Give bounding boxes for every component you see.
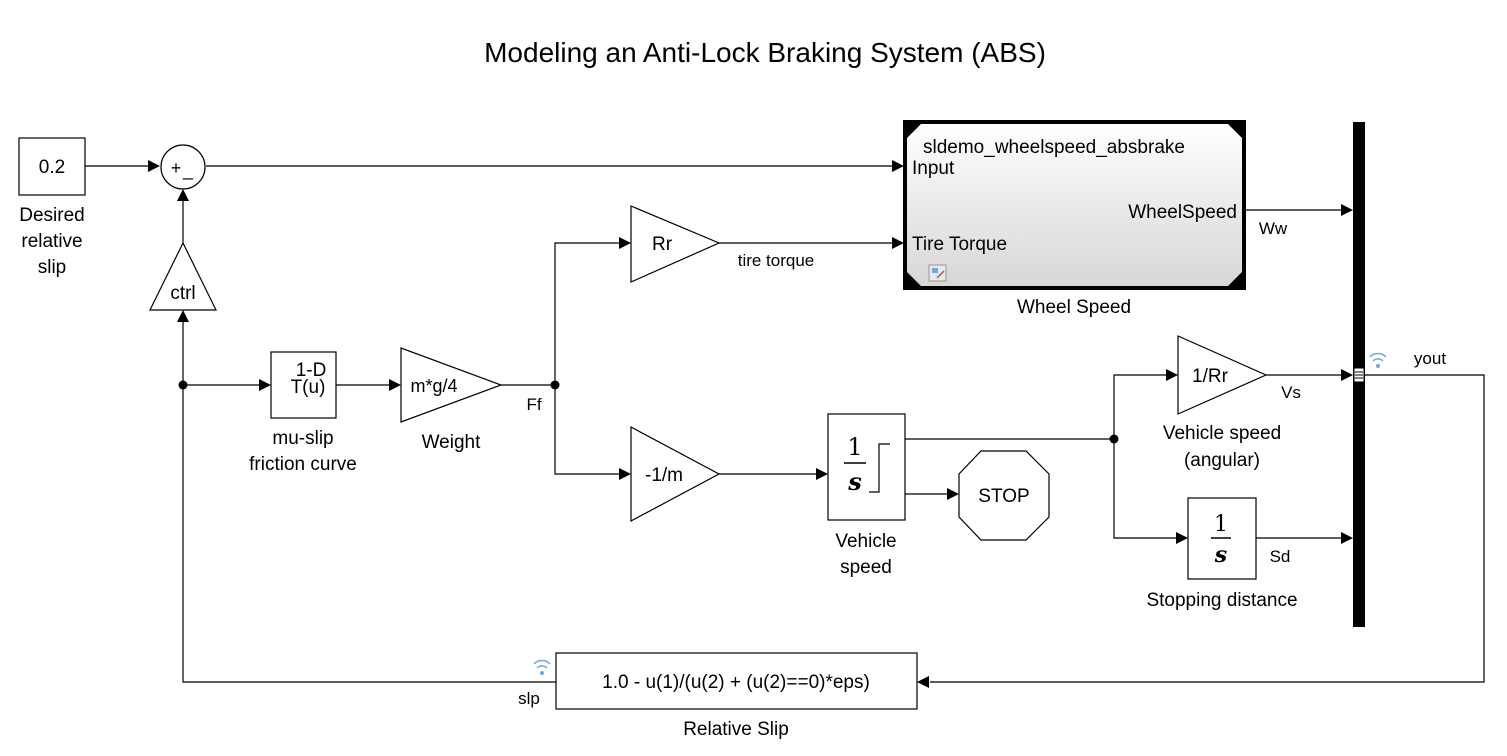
subsystem-port-wheelspeed: WheelSpeed	[1128, 202, 1237, 223]
wheel-speed-subsystem-block[interactable]: sldemo_wheelspeed_absbrake Input Tire To…	[903, 120, 1246, 290]
weight-gain-value: m*g/4	[410, 376, 457, 396]
integrator-numerator: 1	[847, 433, 862, 461]
vehicle-speed-label-2: speed	[840, 557, 892, 578]
mux-block[interactable]	[1353, 122, 1365, 627]
subsystem-model-name: sldemo_wheelspeed_absbrake	[923, 137, 1185, 158]
mu-slip-label-2: friction curve	[249, 454, 357, 475]
sum-block[interactable]: + _	[160, 144, 206, 190]
desired-slip-label-1: Desired	[19, 205, 84, 226]
rr-gain-value: Rr	[652, 234, 673, 255]
integrator-denominator: s	[847, 467, 862, 496]
stop-block[interactable]: STOP	[958, 450, 1050, 541]
stopping-numerator: 1	[1214, 512, 1228, 537]
slp-signal-label: slp	[518, 689, 540, 708]
ctrl-gain-label: ctrl	[170, 283, 195, 304]
desired-slip-constant-block[interactable]: 0.2	[18, 137, 86, 196]
weight-label: Weight	[422, 432, 482, 453]
ctrl-gain-block[interactable]: ctrl	[149, 241, 217, 311]
junction-dot	[550, 380, 560, 390]
sum-plus-sign: +	[171, 158, 182, 178]
junction-dot	[1109, 434, 1119, 444]
subsystem-port-input: Input	[912, 158, 955, 179]
stopping-distance-label: Stopping distance	[1146, 590, 1297, 611]
rr-gain-block[interactable]: Rr	[630, 205, 721, 283]
relative-slip-fcn-block[interactable]: 1.0 - u(1)/(u(2) + (u(2)==0)*eps)	[555, 652, 918, 710]
relative-slip-expression: 1.0 - u(1)/(u(2) + (u(2)==0)*eps)	[602, 672, 870, 693]
sd-signal-label: Sd	[1270, 547, 1291, 566]
ff-signal-label: Ff	[526, 395, 541, 414]
sum-minus-sign: _	[182, 160, 194, 181]
mu-slip-lookup-block[interactable]: 1-D T(u)	[270, 351, 337, 419]
signal-logging-icon[interactable]	[1369, 352, 1387, 368]
wheel-speed-label: Wheel Speed	[1017, 297, 1131, 318]
diagram-title: Modeling an Anti-Lock Braking System (AB…	[484, 37, 1046, 68]
signal-lines	[85, 160, 1485, 688]
vehicle-speed-label-1: Vehicle	[835, 531, 896, 552]
stopping-denominator: s	[1214, 542, 1227, 568]
integrator-limit-icon	[869, 443, 890, 493]
subsystem-port-tire-torque: Tire Torque	[912, 234, 1007, 255]
stopping-distance-integrator-block[interactable]: 1 s	[1187, 497, 1257, 580]
vs-signal-label: Vs	[1281, 383, 1301, 402]
desired-slip-label-2: relative	[21, 231, 82, 252]
model-reference-icon[interactable]	[928, 264, 947, 282]
neg-inv-m-gain-block[interactable]: -1/m	[630, 425, 721, 523]
junction-dot	[178, 380, 188, 390]
neg-inv-m-value: -1/m	[645, 465, 683, 486]
ww-signal-label: Ww	[1259, 219, 1288, 238]
relative-slip-label: Relative Slip	[683, 719, 789, 740]
yout-signal-label: yout	[1414, 349, 1446, 368]
stop-label: STOP	[978, 486, 1029, 507]
weight-gain-block[interactable]: m*g/4	[400, 347, 503, 423]
vehicle-speed-angular-label-1: Vehicle speed	[1163, 423, 1281, 444]
mu-slip-label-1: mu-slip	[272, 428, 333, 449]
lookup-func-label: T(u)	[291, 377, 326, 398]
inv-rr-gain-block[interactable]: 1/Rr	[1177, 335, 1268, 415]
signal-logging-icon[interactable]	[533, 659, 551, 675]
vehicle-speed-integrator-block[interactable]: 1 s	[827, 413, 906, 521]
inv-rr-gain-value: 1/Rr	[1192, 366, 1229, 387]
tire-torque-signal-label: tire torque	[738, 251, 815, 270]
constant-value: 0.2	[39, 157, 65, 178]
desired-slip-label-3: slip	[38, 257, 67, 278]
vehicle-speed-angular-label-2: (angular)	[1184, 450, 1260, 471]
lookup-dim-label: 1-D	[296, 360, 327, 381]
